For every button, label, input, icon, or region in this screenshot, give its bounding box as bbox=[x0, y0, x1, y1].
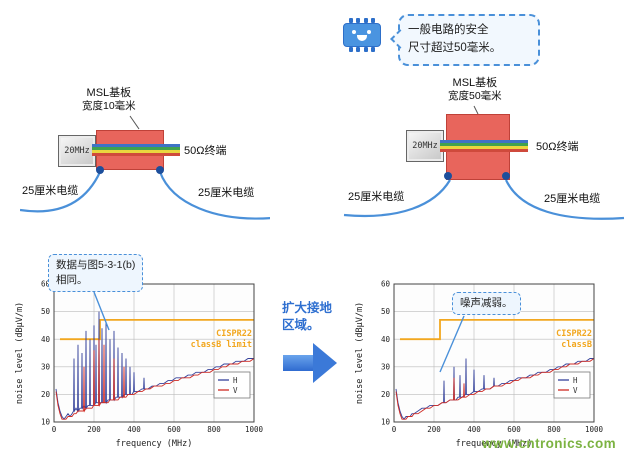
cable-connector-dot bbox=[96, 166, 104, 174]
chip-eye-icon bbox=[352, 30, 356, 34]
signal-source-box: 20MHz bbox=[406, 130, 444, 162]
svg-text:30: 30 bbox=[381, 362, 391, 371]
transition: 扩大接地 区域。 bbox=[282, 300, 346, 384]
svg-text:noise level (dBμV/m): noise level (dBμV/m) bbox=[15, 302, 25, 404]
msl-trace-ribbon bbox=[440, 140, 528, 152]
cable-label-right: 25厘米电缆 bbox=[198, 187, 255, 199]
transition-line2: 区域。 bbox=[282, 317, 320, 332]
cable-label-left: 25厘米电缆 bbox=[22, 185, 79, 197]
svg-text:V: V bbox=[233, 386, 238, 395]
svg-text:classB: classB bbox=[561, 340, 592, 350]
board-label: MSL基板 宽度10毫米 bbox=[82, 86, 136, 114]
svg-text:1000: 1000 bbox=[585, 425, 604, 434]
signal-source-label: 20MHz bbox=[64, 146, 90, 156]
svg-text:600: 600 bbox=[507, 425, 521, 434]
svg-text:V: V bbox=[573, 386, 578, 395]
svg-text:30: 30 bbox=[41, 362, 51, 371]
svg-text:classB limit: classB limit bbox=[191, 339, 252, 350]
board-title: MSL基板 bbox=[86, 87, 132, 99]
svg-text:40: 40 bbox=[41, 335, 51, 344]
svg-text:20: 20 bbox=[381, 390, 391, 399]
svg-text:frequency (MHz): frequency (MHz) bbox=[456, 439, 533, 449]
annotation-line1: 噪声减弱。 bbox=[460, 297, 513, 309]
svg-text:noise level (dBμV/m): noise level (dBμV/m) bbox=[355, 302, 365, 404]
svg-text:400: 400 bbox=[127, 425, 141, 434]
cable-connector-dot bbox=[156, 166, 164, 174]
ic-chip-icon bbox=[342, 18, 382, 52]
setup-after-50mm: MSL基板 宽度50毫米 20MHz 50Ω终端 25厘米电缆 25厘米电缆 bbox=[340, 70, 626, 238]
chip-pins-top bbox=[342, 18, 382, 23]
termination-label: 50Ω终端 bbox=[184, 145, 227, 157]
svg-text:frequency (MHz): frequency (MHz) bbox=[116, 439, 193, 449]
board-label: MSL基板 宽度50毫米 bbox=[448, 76, 502, 104]
chip-safety-callout: 一般电路的安全 尺寸超过50毫米。 bbox=[390, 14, 540, 66]
cable-label-left: 25厘米电缆 bbox=[348, 191, 405, 203]
svg-text:60: 60 bbox=[381, 280, 391, 289]
svg-text:CISPR22: CISPR22 bbox=[556, 329, 592, 339]
cable-label-right: 25厘米电缆 bbox=[544, 193, 601, 205]
svg-text:200: 200 bbox=[427, 425, 441, 434]
chip-smile-icon bbox=[357, 35, 367, 41]
chip-eye-icon bbox=[367, 30, 371, 34]
svg-text:600: 600 bbox=[167, 425, 181, 434]
svg-text:CISPR22: CISPR22 bbox=[216, 329, 252, 339]
watermark: www.cntronics.com bbox=[482, 436, 616, 451]
svg-text:50: 50 bbox=[381, 307, 391, 316]
svg-text:10: 10 bbox=[381, 418, 391, 427]
svg-text:H: H bbox=[233, 376, 238, 385]
annotation-before: 数据与图5-3-1(b) 相同。 bbox=[48, 254, 144, 293]
chip-body bbox=[343, 23, 381, 47]
svg-text:0: 0 bbox=[52, 425, 57, 434]
msl-trace-ribbon bbox=[92, 144, 180, 156]
signal-source-label: 20MHz bbox=[412, 141, 438, 151]
board-subtitle: 宽度50毫米 bbox=[448, 90, 502, 103]
transition-label: 扩大接地 区域。 bbox=[282, 300, 346, 334]
setup-before-10mm: MSL基板 宽度10毫米 20MHz 50Ω终端 25厘米电缆 25厘米电缆 bbox=[20, 80, 270, 238]
svg-text:50: 50 bbox=[41, 307, 51, 316]
board-subtitle: 宽度10毫米 bbox=[82, 100, 136, 113]
svg-text:20: 20 bbox=[41, 390, 51, 399]
cable-connector-dot bbox=[502, 172, 510, 180]
callout-line2: 尺寸超过50毫米。 bbox=[408, 41, 502, 54]
svg-text:800: 800 bbox=[547, 425, 561, 434]
cable-connector-dot bbox=[444, 172, 452, 180]
svg-text:400: 400 bbox=[467, 425, 481, 434]
callout-tail-icon bbox=[390, 29, 410, 49]
annotation-after: 噪声减弱。 bbox=[452, 292, 521, 316]
svg-text:H: H bbox=[573, 376, 578, 385]
svg-text:10: 10 bbox=[41, 418, 51, 427]
svg-text:40: 40 bbox=[381, 335, 391, 344]
callout-line1: 一般电路的安全 bbox=[408, 24, 489, 36]
transition-line1: 扩大接地 bbox=[282, 301, 333, 315]
svg-text:800: 800 bbox=[207, 425, 221, 434]
svg-text:200: 200 bbox=[87, 425, 101, 434]
svg-text:0: 0 bbox=[392, 425, 397, 434]
termination-label: 50Ω终端 bbox=[536, 141, 579, 153]
annotation-line2: 相同。 bbox=[56, 274, 88, 287]
chip-pins-bottom bbox=[342, 47, 382, 52]
right-arrow-icon bbox=[282, 342, 346, 384]
svg-text:1000: 1000 bbox=[245, 425, 264, 434]
svg-text:60: 60 bbox=[41, 280, 51, 289]
annotation-line1: 数据与图5-3-1(b) bbox=[56, 259, 136, 271]
signal-source-box: 20MHz bbox=[58, 135, 96, 167]
board-title: MSL基板 bbox=[452, 77, 498, 89]
